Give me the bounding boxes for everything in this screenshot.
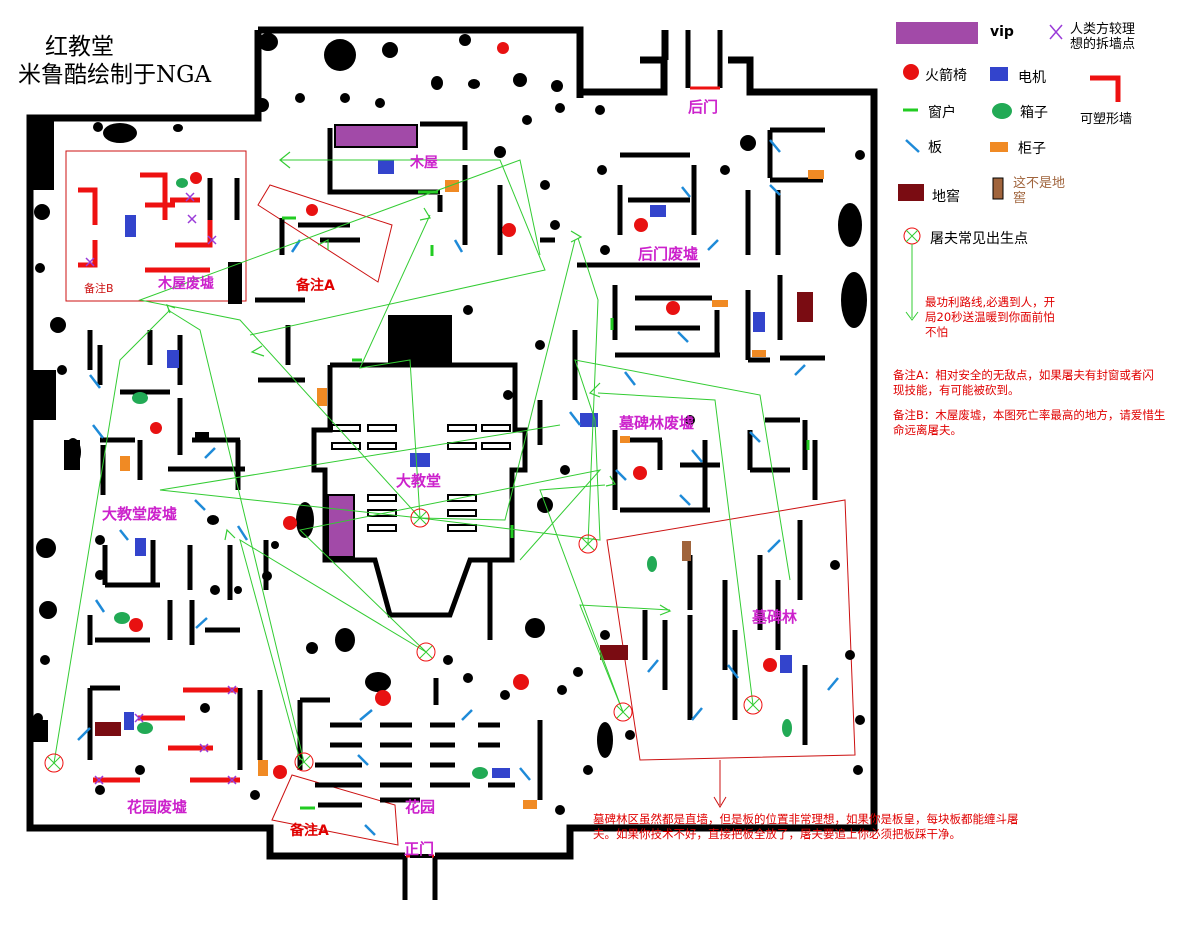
legend-not-cellar-icon (992, 177, 1004, 200)
outer-wall (26, 26, 878, 860)
walls (87, 127, 825, 808)
area-cathedral-ruins: 大教堂废墟 (102, 505, 178, 523)
legend-breakpoint-icon (1049, 24, 1063, 40)
legend-breakpoint-label-1: 人类方较理 (1070, 22, 1136, 37)
boards (77, 139, 839, 836)
route-arrowheads (165, 151, 672, 616)
breakpoints (85, 192, 237, 785)
area-cabin-ruins: 木屋废墟 (158, 276, 214, 292)
tree-rect (228, 262, 242, 304)
legend-cabinet-icon (990, 142, 1008, 152)
cabin-generator (378, 160, 394, 174)
killer-routes (53, 159, 791, 764)
legend-breakpoint-label-2: 想的拆墙点 (1070, 37, 1136, 52)
map-title-line1: 红教堂 (45, 34, 114, 60)
legend-cabinet-label: 柜子 (1018, 141, 1046, 157)
cathedral-body (388, 315, 452, 363)
area-note-a-bottom: 备注A (290, 823, 329, 839)
legend-box-label: 箱子 (1020, 105, 1048, 121)
area-note-a-top: 备注A (296, 278, 335, 294)
windows (282, 190, 810, 810)
legend-rocket-chair-icon (903, 64, 919, 80)
area-main-gate: 正门 (404, 840, 435, 858)
killer-spawns (44, 508, 763, 773)
graveyard-tip: 墓碑林区虽然都是直墙，但是板的位置非常理想，如果你是板皇，每块板都能缠斗屠夫。如… (593, 812, 1019, 841)
killer-spawn-crosses (47, 511, 760, 770)
area-graveyard: 墓碑林 (752, 608, 798, 626)
route-tip: 最功利路线,必遇到人，开局20秒送温暖到你面前怕不怕 (925, 295, 1056, 339)
legend-board-icon (905, 139, 920, 153)
region-boxes (65, 150, 856, 846)
area-cabin: 木屋 (410, 155, 438, 171)
area-cathedral: 大教堂 (396, 472, 442, 490)
area-note-b: 备注B (84, 282, 114, 295)
cabinets (120, 170, 824, 809)
cathedral-pews (331, 424, 511, 532)
legend-window-label: 窗户 (928, 105, 956, 121)
legend-plastic-wall-icon (1090, 75, 1121, 102)
rocket-chairs (129, 42, 777, 779)
gate-posts (402, 30, 723, 900)
cabin-cabinet (445, 180, 459, 192)
legend-vip-swatch (896, 22, 978, 44)
legend-spawn-label: 屠夫常见出生点 (930, 231, 1028, 247)
legend-plastic-wall-label: 可塑形墙 (1080, 112, 1133, 127)
area-graveyard-ruins: 墓碑林废墟 (619, 414, 695, 432)
cathedral-vip (327, 494, 355, 558)
boxes (114, 178, 792, 779)
cabin-walls (327, 121, 468, 245)
area-back-gate: 后门 (688, 98, 719, 116)
cellars (95, 292, 813, 736)
legend-box-icon (992, 103, 1012, 119)
legend-cellar-icon (898, 184, 924, 201)
map-title-line2: 米鲁酷绘制于NGA (18, 62, 212, 88)
note-b-text: 备注B：木屋废墟，本图死亡率最高的地方，请爱惜生命远离屠夫。 (893, 408, 1166, 437)
legend-board-label: 板 (928, 140, 942, 156)
area-back-gate-ruins: 后门废墟 (638, 245, 699, 263)
fake-cellar (682, 541, 691, 561)
legend-generator-label: 电机 (1018, 70, 1046, 86)
legend-not-cellar-label-1: 这不是地 (1013, 176, 1066, 191)
cathedral-generator (410, 453, 430, 467)
legend-generator-icon (990, 67, 1008, 81)
legend-vip-label: vip (990, 24, 1014, 40)
legend-not-cellar-label-2: 窖 (1013, 191, 1027, 206)
area-garden: 花园 (405, 798, 436, 816)
legend-cellar-label: 地窖 (932, 189, 960, 205)
legend-rocket-chair-label: 火箭椅 (925, 68, 967, 84)
note-a-text: 备注A：相对安全的无敌点，如果屠夫有封窗或者闪现技能，有可能被砍到。 (893, 368, 1154, 397)
cabin-vip (334, 124, 418, 148)
area-garden-ruins: 花园废墟 (127, 798, 188, 816)
trees (32, 33, 867, 815)
cathedral-walls (311, 362, 528, 618)
